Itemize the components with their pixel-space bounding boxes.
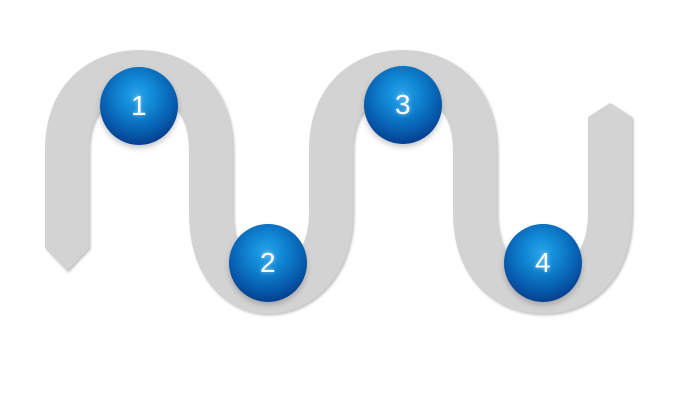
step-label-1: 1 [130,90,148,121]
step-node-2[interactable]: 2 [229,224,307,302]
step-node-4[interactable]: 4 [504,224,582,302]
ribbon-left-tail [45,150,89,271]
step-label-4: 4 [534,247,552,278]
step-node-3[interactable]: 3 [364,66,442,144]
step-label-3: 3 [394,89,412,120]
step-node-1[interactable]: 1 [100,67,178,145]
step-label-2: 2 [259,247,277,278]
ribbon-right-tail [588,103,632,212]
